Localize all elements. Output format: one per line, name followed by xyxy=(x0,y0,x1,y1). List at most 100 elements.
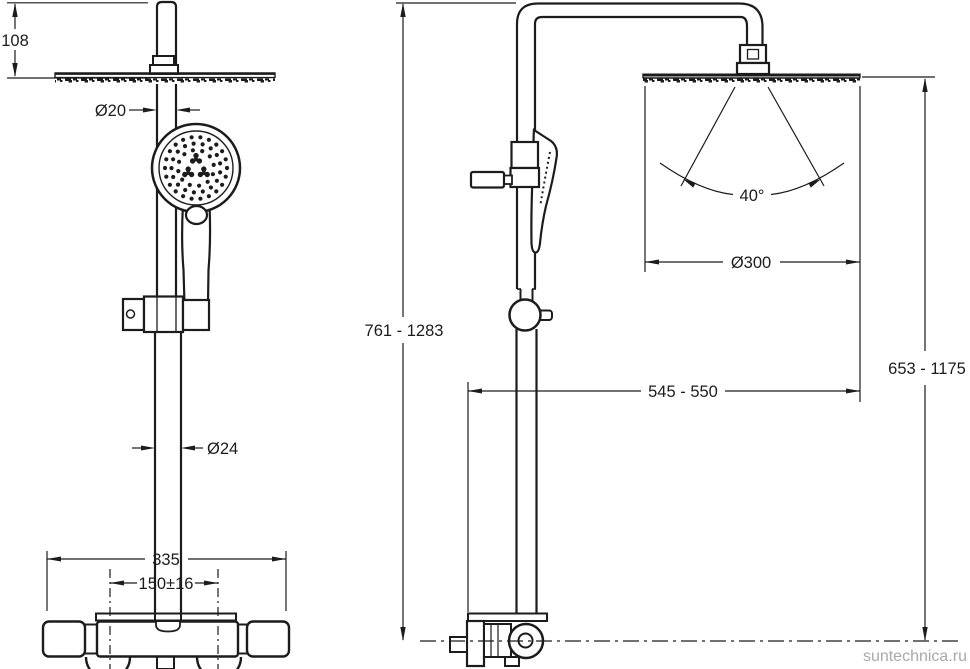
valve-bottom-tab xyxy=(156,655,175,669)
valve-knob-left xyxy=(41,620,87,658)
telescope-junction xyxy=(508,288,553,332)
bracket-clamp xyxy=(142,295,185,334)
dim-total-height-range: 761 - 1283 xyxy=(365,2,516,641)
nozzle-dot xyxy=(214,189,219,194)
valve-inlet-stub-side xyxy=(449,636,468,653)
dim-head-diameter-label: Ø300 xyxy=(731,254,771,272)
nozzle-dot xyxy=(177,159,182,164)
valve-escutcheon-side xyxy=(467,612,548,622)
nozzle-dot xyxy=(182,152,187,157)
riser-pipe-inner xyxy=(533,15,749,289)
nozzle-dot xyxy=(223,157,228,162)
nozzle-dot xyxy=(197,183,202,188)
column-pipe-end xyxy=(155,622,181,633)
dim-inlet-spacing: 150±16 xyxy=(109,569,219,669)
hand-shower-front xyxy=(150,122,242,306)
hand-shower-side-spray-face xyxy=(539,151,551,205)
nozzle-dot xyxy=(193,157,199,162)
nozzle-dot xyxy=(185,166,191,172)
nozzle-dot xyxy=(173,189,178,194)
nozzle-dot xyxy=(190,148,195,153)
nozzle-dot xyxy=(191,141,196,146)
nozzle-dot xyxy=(167,182,172,187)
nozzle-dot xyxy=(173,142,178,147)
nozzle-dot xyxy=(175,149,180,154)
dim-total-height-range-label: 761 - 1283 xyxy=(365,322,444,340)
head-connector-flange xyxy=(735,61,771,76)
nozzle-dot xyxy=(171,174,176,180)
nozzle-dot xyxy=(183,187,188,193)
thermostatic-valve-side xyxy=(449,612,548,668)
nozzle-dot xyxy=(207,154,212,159)
nozzle-dot xyxy=(186,170,191,175)
valve-body xyxy=(95,620,240,658)
nozzle-dot xyxy=(200,149,205,154)
nozzle-dot xyxy=(205,179,210,184)
valve-knob-right xyxy=(245,620,291,658)
nozzle-dot xyxy=(214,152,219,158)
nozzle-dot xyxy=(198,135,203,140)
nozzle-dot xyxy=(181,194,186,199)
watermark: suntechnica.ru xyxy=(863,648,967,665)
nozzle-dot xyxy=(169,166,174,171)
nozzle-dot xyxy=(211,162,216,167)
dim-head-height: 108 xyxy=(1,2,148,79)
valve-wall-plate-side xyxy=(465,619,486,668)
nozzle-dot xyxy=(223,174,228,179)
dim-reach-range-label: 545 - 550 xyxy=(648,383,718,401)
nozzle-dot xyxy=(176,169,181,174)
nozzle-dot xyxy=(189,196,194,201)
dim-head-diameter: Ø300 xyxy=(644,86,861,402)
nozzle-dot xyxy=(218,161,223,166)
nozzle-dot xyxy=(181,137,186,142)
dim-inlet-spacing-label: 150±16 xyxy=(139,575,194,593)
nozzle-dot xyxy=(171,157,176,162)
dim-valve-width: 335 xyxy=(46,551,287,611)
dim-head-height-label: 108 xyxy=(1,32,29,50)
valve-foot-tab-side xyxy=(504,656,520,667)
nozzle-dot xyxy=(220,149,225,154)
hand-shower-button xyxy=(184,204,209,226)
nozzle-dot xyxy=(214,142,219,147)
holder-clamp-lower xyxy=(509,166,541,189)
nozzle-dot xyxy=(200,142,205,147)
nozzle-dot xyxy=(224,165,230,171)
nozzle-dot xyxy=(193,152,199,159)
valve-escutcheon xyxy=(95,612,237,622)
nozzle-dot xyxy=(162,165,168,171)
nozzle-dot xyxy=(208,146,213,151)
valve-connector-left xyxy=(84,623,98,655)
dim-valve-width-label: 335 xyxy=(152,551,180,569)
nozzle-dot xyxy=(214,178,219,183)
nozzle-dot xyxy=(180,177,185,182)
nozzle-dot xyxy=(218,170,223,175)
nozzle-dot xyxy=(220,182,225,187)
nozzle-dot xyxy=(191,190,196,195)
hand-shower-nozzle-dots xyxy=(162,135,230,201)
bracket-holder-cup xyxy=(181,298,211,332)
nozzle-dot xyxy=(187,182,192,187)
nozzle-dot xyxy=(164,157,169,162)
nozzle-dot xyxy=(189,135,194,140)
head-flange-upper xyxy=(152,55,175,66)
bracket-screw-hole xyxy=(125,309,136,319)
nozzle-dot xyxy=(210,172,215,177)
nozzle-dot xyxy=(175,182,181,187)
dim-spray-angle: 40° xyxy=(659,86,845,205)
nozzle-dot xyxy=(167,149,172,154)
dim-lower-tube-diameter-label: Ø24 xyxy=(207,440,238,458)
thermostatic-valve-front xyxy=(41,612,291,669)
side-view xyxy=(420,2,958,668)
riser-pipe-outer xyxy=(515,2,764,289)
dim-spray-angle-label: 40° xyxy=(740,187,765,205)
nozzle-dot xyxy=(200,189,205,194)
rain-head-nozzles-side xyxy=(643,78,860,84)
dim-upper-tube-diameter-label: Ø20 xyxy=(95,102,126,120)
nozzle-dot xyxy=(206,137,211,142)
holder-clamp-upper xyxy=(510,140,540,170)
valve-wall-rosette-left xyxy=(84,656,132,669)
front-view xyxy=(41,0,291,669)
